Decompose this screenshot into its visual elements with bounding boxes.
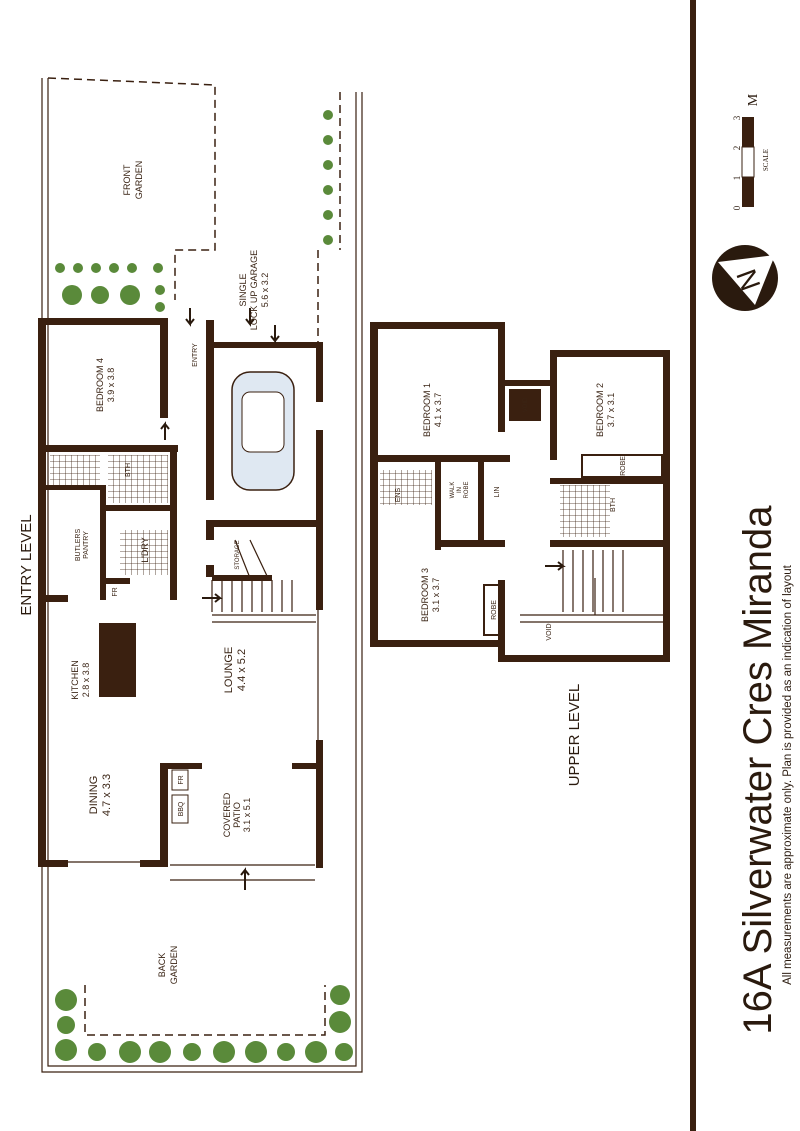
butlers-pantry-label: BUTLERS [75, 529, 82, 562]
svg-text:DINING4.7 x 3.3: DINING4.7 x 3.3 [88, 774, 113, 816]
bedroom4-label: BEDROOM 4 [95, 358, 105, 412]
butlers-pantry-label-2: PANTRY [83, 531, 90, 559]
dining-label: DINING [88, 776, 100, 815]
back-garden-label: BACK [157, 953, 167, 978]
svg-text:BEDROOM 43.9 x 3.8: BEDROOM 43.9 x 3.8 [95, 358, 116, 412]
scale-tick-2: 2 [732, 146, 742, 151]
kitchen-label: KITCHEN [70, 660, 80, 700]
laundry-label: L'DRY [140, 537, 150, 563]
lounge-size: 4.4 x 5.2 [236, 649, 248, 691]
void1-label: VOID [523, 397, 529, 412]
linen-label: LIN [494, 487, 501, 498]
scale-unit: M [746, 93, 761, 106]
bedroom3-label: BEDROOM 3 [420, 568, 430, 622]
covered-patio-label: COVERED [222, 792, 232, 837]
robe2-label: ROBE [620, 456, 627, 476]
upper-bath-label: BTH [610, 498, 617, 512]
patio-fridge-label: FR [178, 775, 185, 784]
storage-label: STORAGE [235, 540, 241, 569]
svg-text:BEDROOM 23.7 x 3.1: BEDROOM 23.7 x 3.1 [595, 383, 616, 437]
fridge-label: FR [112, 587, 119, 596]
bedroom4-size: 3.9 x 3.8 [106, 368, 116, 403]
bedroom3-size: 3.1 x 3.7 [431, 578, 441, 613]
scale-tick-1: 1 [732, 176, 742, 181]
dining-size: 4.7 x 3.3 [101, 774, 113, 816]
north-compass-icon: N [712, 245, 778, 311]
disclaimer: All measurements are approximate only. P… [782, 564, 794, 985]
car-icon [231, 371, 295, 491]
upper-level-labels: UPPER LEVEL BEDROOM 14.1 x 3.7 VOID BEDR… [395, 383, 627, 786]
walk-in-robe-label: WALK [450, 482, 456, 499]
svg-text:BEDROOM 14.1 x 3.7: BEDROOM 14.1 x 3.7 [422, 383, 443, 437]
border-line [690, 0, 696, 1131]
upper-level-walls [370, 322, 670, 662]
covered-patio-size: 3.1 x 5.1 [242, 798, 252, 833]
svg-text:WALKINROBE: WALKINROBE [450, 481, 470, 498]
front-garden-label: FRONT [122, 164, 132, 195]
svg-text:LOUNGE4.4 x 5.2: LOUNGE4.4 x 5.2 [223, 647, 248, 693]
bath-label: BTH [125, 463, 132, 477]
bedroom2-size: 3.7 x 3.1 [606, 393, 616, 428]
scale-label: SCALE [762, 149, 770, 171]
ensuite-label: ENS [395, 487, 402, 502]
svg-text:BUTLERSPANTRY: BUTLERSPANTRY [75, 529, 90, 562]
bbq-label: BBQ [178, 801, 185, 816]
lounge-label: LOUNGE [223, 647, 235, 693]
page-title: 16A Silverwater Cres Miranda [736, 505, 780, 1035]
walk-in-robe-label-3: ROBE [464, 481, 470, 498]
entry-level-walls [38, 318, 323, 881]
svg-text:BEDROOM 33.1 x 3.7: BEDROOM 33.1 x 3.7 [420, 568, 441, 622]
kitchen-size: 2.8 x 3.8 [81, 663, 91, 698]
scale-bar: 0 1 2 3 M SCALE [732, 93, 770, 210]
void2-label: VOID [546, 623, 553, 640]
robe3-label: ROBE [491, 600, 498, 620]
garage-size: 5.6 x 3.2 [260, 273, 270, 308]
bedroom1-label: BEDROOM 1 [422, 383, 432, 437]
entry-level-heading: ENTRY LEVEL [18, 514, 35, 615]
scale-tick-3: 3 [732, 115, 742, 120]
garden-plants [55, 110, 353, 1063]
bedroom1-size: 4.1 x 3.7 [433, 393, 443, 428]
svg-text:SINGLELOCK UP GARAGE5.6 x 3.2: SINGLELOCK UP GARAGE5.6 x 3.2 [238, 250, 270, 330]
svg-text:COVEREDPATIO3.1 x 5.1: COVEREDPATIO3.1 x 5.1 [222, 792, 252, 837]
garage-label: SINGLE [238, 273, 248, 306]
covered-patio-label-2: PATIO [232, 802, 242, 828]
garage-label-2: LOCK UP GARAGE [249, 250, 259, 330]
upper-level-heading: UPPER LEVEL [566, 684, 583, 787]
lot-boundary [41, 77, 363, 1073]
front-garden-label-2: GARDEN [134, 161, 144, 200]
bedroom2-label: BEDROOM 2 [595, 383, 605, 437]
svg-text:KITCHEN2.8 x 3.8: KITCHEN2.8 x 3.8 [70, 660, 91, 700]
scale-tick-0: 0 [732, 205, 742, 210]
walk-in-robe-label-2: IN [457, 487, 463, 493]
entry-label: ENTRY [192, 343, 199, 367]
entry-arrows [160, 308, 566, 890]
back-garden-label-2: GARDEN [169, 946, 179, 985]
